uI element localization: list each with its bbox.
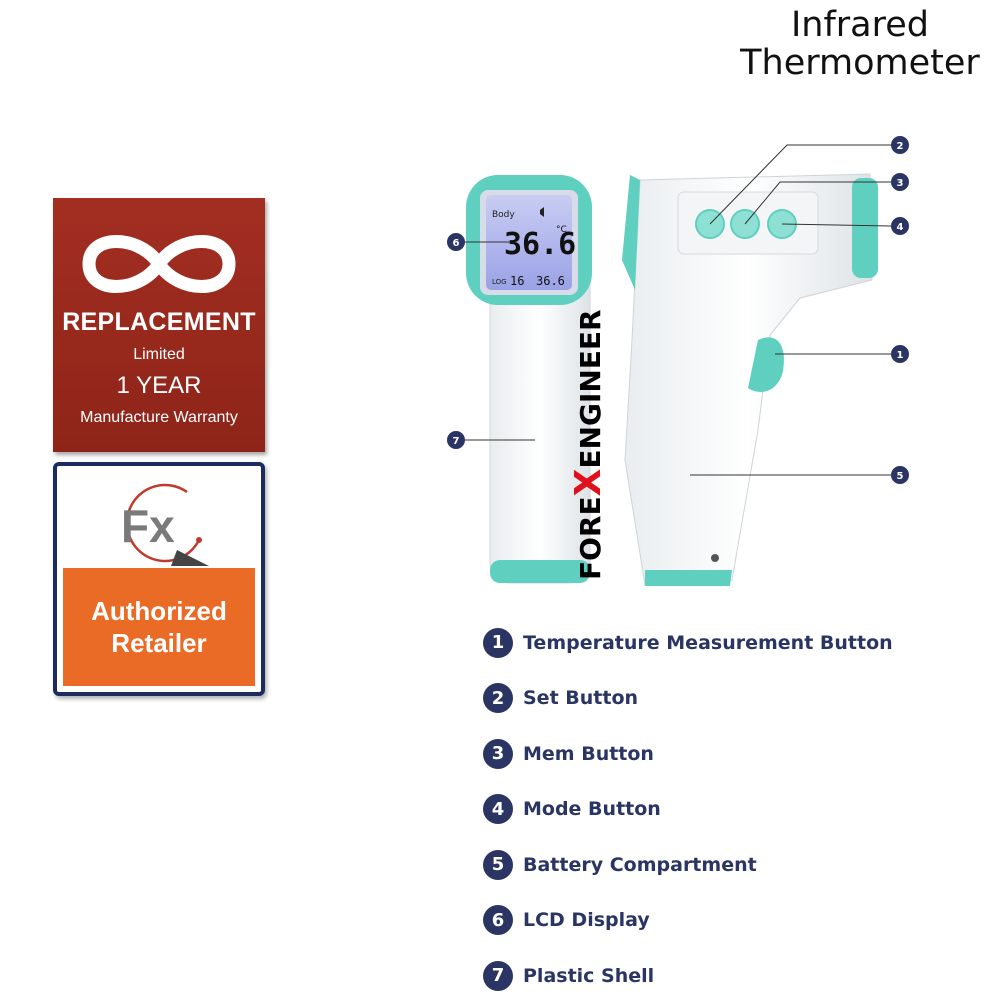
lcd-mode: Body (492, 210, 515, 220)
legend-label: LCD Display (523, 909, 650, 932)
retailer-line-2: Retailer (111, 628, 207, 658)
svg-text:3: 3 (897, 178, 904, 189)
callout-3: 3 (891, 173, 909, 191)
callout-5: 5 (891, 466, 909, 484)
callout-6: 6 (447, 233, 465, 251)
legend-number: 4 (483, 794, 513, 825)
callout-7: 7 (447, 431, 465, 449)
authorized-retailer-badge: Fx Authorized Retailer (53, 462, 265, 696)
legend-number: 1 (483, 627, 513, 658)
lcd-reading: 36.6 (504, 227, 576, 262)
thermometer-illustration: Body 36.6 °C LOG 16 36.6 FOREXENGINEER (447, 136, 909, 586)
callout-4: 4 (891, 217, 909, 235)
warranty-badge: REPLACEMENT Limited 1 YEAR Manufacture W… (53, 198, 265, 452)
lcd-log-index: 16 (510, 274, 524, 288)
legend-number: 7 (483, 960, 513, 991)
parts-legend: 1 Temperature Measurement Button 2 Set B… (483, 615, 893, 1004)
warranty-description: Manufacture Warranty (80, 409, 238, 426)
legend-number: 6 (483, 905, 513, 936)
legend-label: Plastic Shell (523, 964, 655, 987)
svg-text:1: 1 (897, 350, 904, 361)
fx-logo-text: Fx (121, 500, 175, 552)
warranty-year: 1 YEAR (116, 372, 202, 399)
infinity-icon (82, 235, 236, 293)
retailer-line-1: Authorized (91, 596, 227, 626)
svg-text:2: 2 (897, 141, 904, 152)
brand-part-1: FORE (574, 496, 607, 580)
speaker-icon (540, 207, 544, 217)
legend-item: 3 Mem Button (483, 726, 893, 782)
lcd-unit: °C (556, 225, 567, 235)
legend-item: 2 Set Button (483, 671, 893, 727)
thermometer-side-view (622, 173, 878, 586)
legend-item: 5 Battery Compartment (483, 837, 893, 893)
legend-number: 5 (483, 849, 513, 880)
svg-text:5: 5 (897, 471, 904, 482)
retailer-label: Authorized Retailer (63, 568, 255, 686)
legend-item: 1 Temperature Measurement Button (483, 615, 893, 671)
lcd-log-label: LOG (492, 278, 507, 286)
legend-item: 7 Plastic Shell (483, 948, 893, 1004)
fx-logo-icon: Fx (121, 483, 209, 566)
title-line-1: Infrared (790, 5, 930, 45)
callout-lines (464, 144, 893, 476)
warranty-title: REPLACEMENT (62, 308, 256, 336)
legend-label: Mode Button (523, 798, 661, 821)
warranty-limited: Limited (133, 346, 185, 363)
svg-text:7: 7 (453, 436, 460, 447)
brand-part-2: X (568, 468, 609, 496)
brand-watermark: FOREXENGINEER (568, 309, 609, 580)
lcd-log-value: 36.6 (536, 274, 565, 288)
legend-label: Battery Compartment (523, 853, 757, 876)
thermometer-front-view: Body 36.6 °C LOG 16 36.6 (466, 175, 592, 584)
callout-1: 1 (891, 345, 909, 363)
legend-item: 6 LCD Display (483, 893, 893, 949)
callout-2: 2 (891, 136, 909, 154)
legend-label: Set Button (523, 687, 639, 710)
legend-number: 2 (483, 683, 513, 714)
lcd-display (486, 195, 572, 290)
svg-text:FOREXENGINEER: FOREXENGINEER (568, 309, 609, 580)
legend-label: Temperature Measurement Button (523, 631, 893, 654)
brand-part-3: ENGINEER (574, 309, 607, 468)
title-line-2: Thermometer (740, 43, 980, 83)
legend-label: Mem Button (523, 742, 654, 765)
svg-text:4: 4 (897, 222, 904, 233)
legend-number: 3 (483, 738, 513, 769)
legend-item: 4 Mode Button (483, 782, 893, 838)
product-title: Infrared Thermometer (730, 6, 990, 82)
svg-text:6: 6 (453, 238, 460, 249)
measurement-trigger (748, 337, 784, 392)
